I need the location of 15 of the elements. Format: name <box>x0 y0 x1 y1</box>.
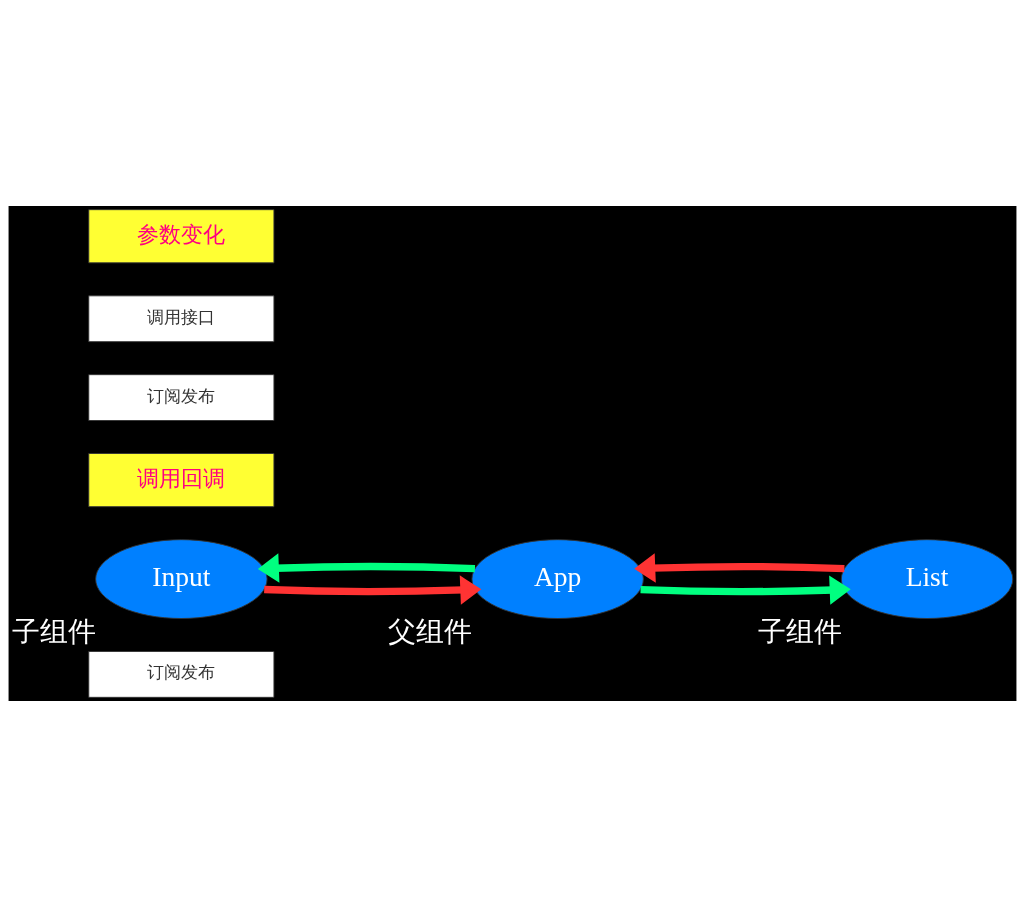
node-label: 子组件 <box>11 615 96 646</box>
arrow <box>640 574 851 605</box>
node-box: 调用接口 <box>88 294 275 342</box>
node-box: 调用回调 <box>88 452 275 507</box>
node-ellipse: List <box>840 538 1014 619</box>
arrow <box>264 574 482 605</box>
arrow <box>634 552 845 583</box>
node-label: 父组件 <box>388 615 473 646</box>
arrow <box>257 552 476 583</box>
node-label: 子组件 <box>757 615 842 646</box>
node-box: 订阅发布 <box>88 373 275 421</box>
node-box: 订阅发布 <box>88 650 275 698</box>
node-ellipse: Input <box>95 538 268 619</box>
node-ellipse: App <box>471 538 644 619</box>
node-box: 参数变化 <box>88 208 275 263</box>
